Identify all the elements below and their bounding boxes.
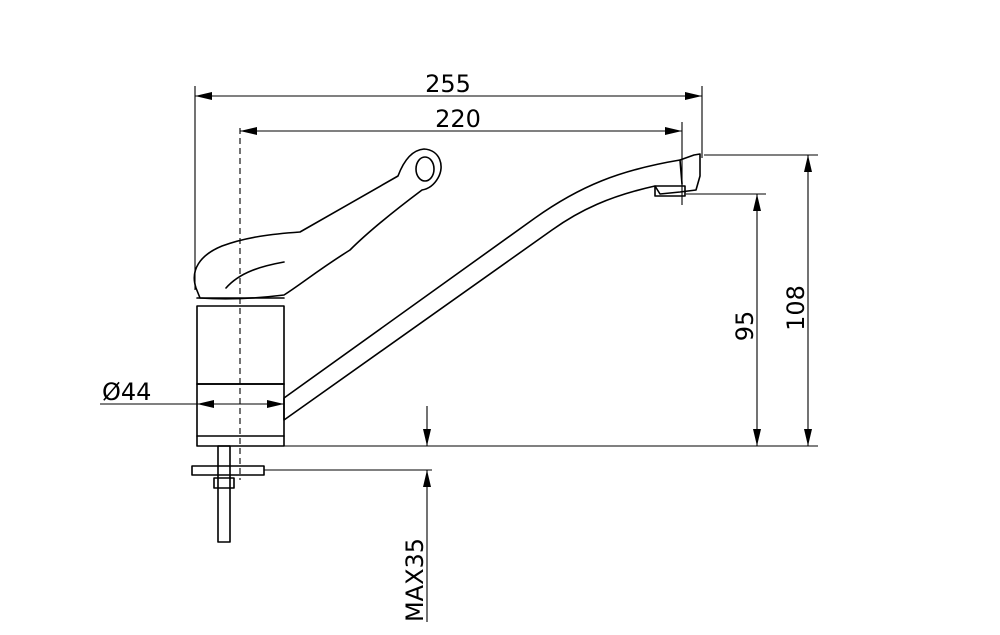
mounting-plate xyxy=(191,465,265,476)
dim-label-max35: MAX35 xyxy=(401,538,429,622)
dimension-body-diameter: Ø44 xyxy=(100,378,284,408)
dim-label-95: 95 xyxy=(731,311,759,342)
nut xyxy=(213,477,235,489)
dimension-spout-reach: 220 xyxy=(240,105,683,205)
dimension-overall-length: 255 xyxy=(194,70,703,290)
lever-base-curve xyxy=(225,261,285,289)
threaded-rod xyxy=(217,445,231,543)
dim-label-220: 220 xyxy=(435,105,481,133)
dimension-spout-height: 108 xyxy=(284,154,818,447)
faucet-outline xyxy=(191,148,701,543)
dimension-outlet-height: 95 xyxy=(686,193,766,446)
dimension-max-thickness: MAX35 xyxy=(264,406,432,622)
aerator xyxy=(654,185,686,197)
lever-hole xyxy=(415,156,435,182)
lever-handle xyxy=(193,148,442,300)
dim-label-108: 108 xyxy=(782,285,810,331)
dim-label-255: 255 xyxy=(425,70,471,98)
dim-label-diameter: Ø44 xyxy=(102,378,151,406)
spout xyxy=(283,153,701,421)
